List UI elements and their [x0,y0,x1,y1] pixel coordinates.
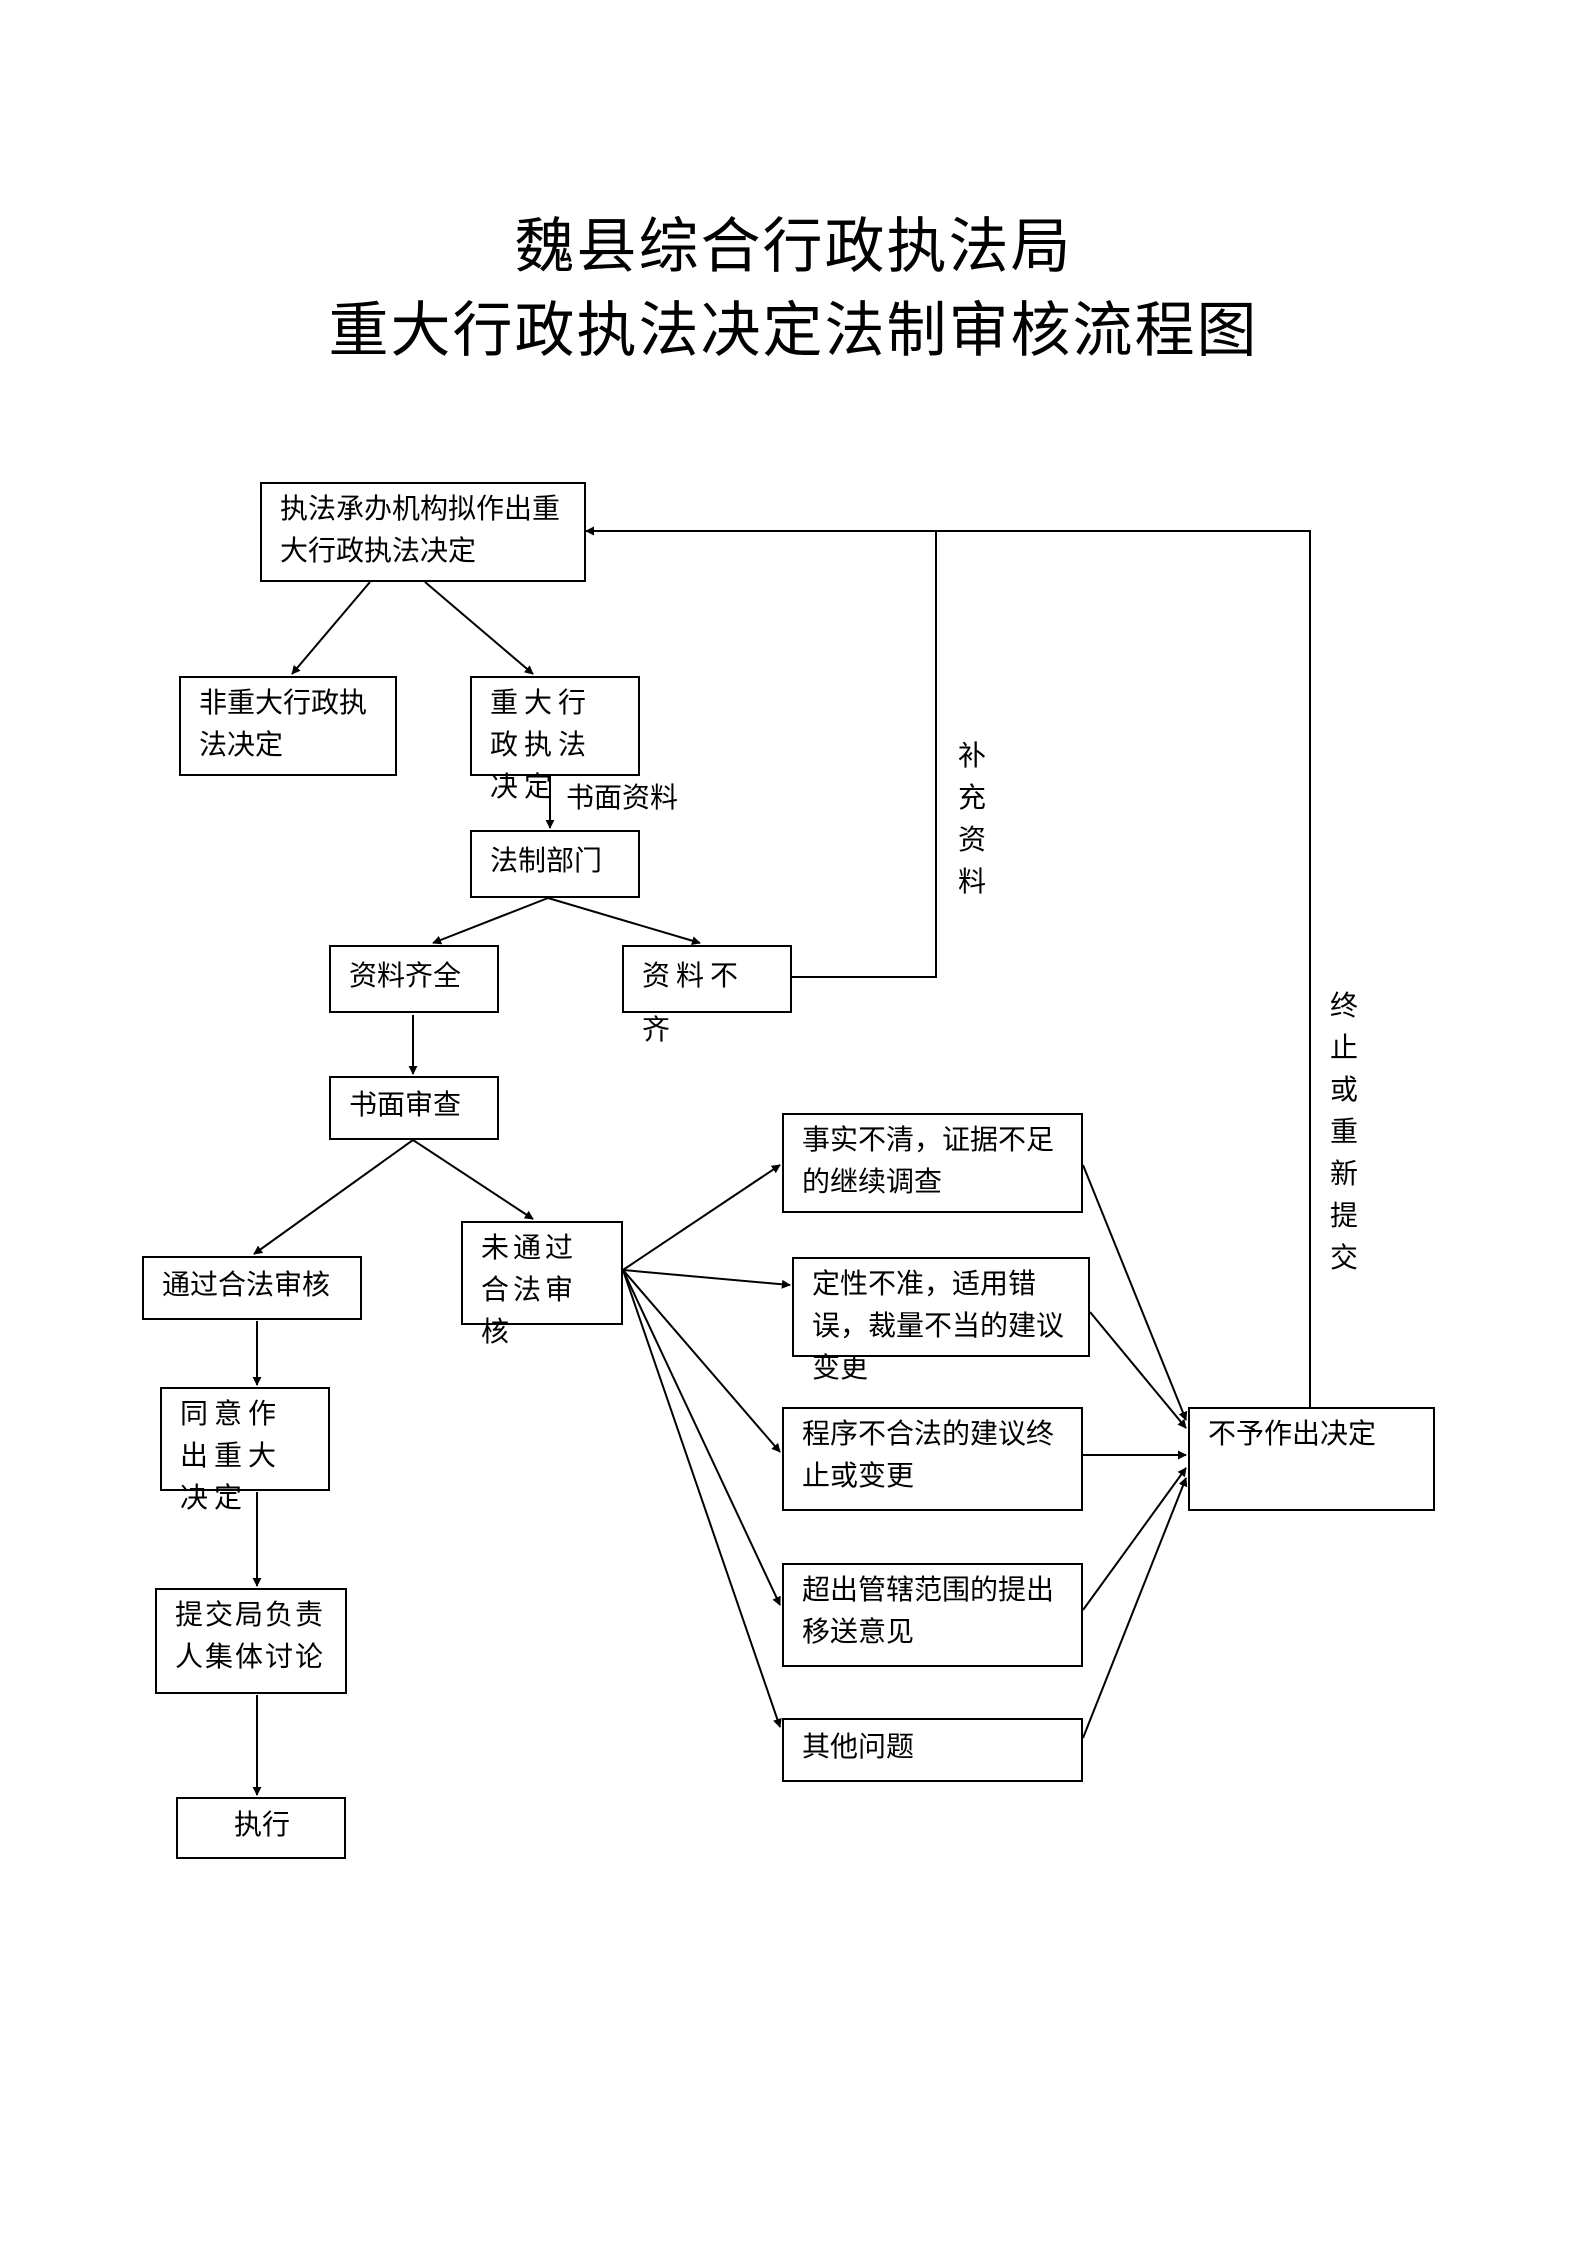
arrow-review-to-passed [253,1139,414,1255]
arrow-nature-to-no-decision [1089,1311,1187,1429]
arrow-draft-to-major [424,581,534,675]
label-terminate-or-resubmit: 终止或重新提交 [1329,989,1358,1274]
arrow-review-to-not-passed [412,1139,534,1220]
node-out-of-jurisdiction: 超出管辖范围的提出移送意见 [782,1563,1083,1667]
node-written-review: 书面审查 [329,1076,499,1140]
page-title-line2: 重大行政执法决定法制审核流程图 [328,296,1259,366]
node-submit-collective-discussion: 提交局负责人集体讨论 [155,1588,347,1694]
arrow-legal-to-incomplete [547,897,701,946]
label-supplement-documents: 补充资料 [957,739,986,898]
arrow-legal-to-complete [432,897,549,945]
node-non-major-decision: 非重大行政执法决定 [179,676,397,776]
arrow-to-other [622,1269,782,1728]
line-terminate-resubmit [936,530,1311,1407]
node-documents-complete: 资料齐全 [329,945,499,1013]
arrow-to-facts-unclear [622,1164,781,1271]
node-no-decision: 不予作出决定 [1188,1407,1435,1511]
node-execute: 执行 [176,1797,346,1859]
node-documents-incomplete: 资料不齐 [622,945,792,1046]
arrow-to-illegal-procedure [622,1269,781,1453]
node-facts-unclear: 事实不清，证据不足的继续调查 [782,1113,1083,1213]
node-other-issues: 其他问题 [782,1718,1083,1782]
arrow-to-out-of-jurisdiction [622,1269,781,1606]
node-legal-department: 法制部门 [470,830,640,898]
arrow-to-wrong-nature [622,1269,791,1289]
label-written-documents: 书面资料 [566,781,679,814]
node-major-decision: 重大行政执法决定 [470,676,640,803]
node-draft-decision: 执法承办机构拟作出重大行政执法决定 [260,482,586,582]
node-wrong-nature: 定性不准，适用错误，裁量不当的建议变更 [792,1257,1090,1384]
arrow-supplement-loop [585,526,937,978]
arrow-facts-to-no-decision [1082,1164,1188,1421]
arrow-jurisdiction-to-no-decision [1082,1467,1187,1611]
page-title-line1: 魏县综合行政执法局 [514,212,1073,282]
arrow-draft-to-non-major [291,581,371,675]
arrow-other-to-no-decision [1082,1477,1188,1739]
node-passed-legal-review: 通过合法审核 [142,1256,362,1320]
node-agree-major-decision: 同意作出重大决定 [160,1387,330,1514]
node-failed-legal-review: 未通过合法审核 [461,1221,623,1348]
node-illegal-procedure: 程序不合法的建议终止或变更 [782,1407,1083,1511]
